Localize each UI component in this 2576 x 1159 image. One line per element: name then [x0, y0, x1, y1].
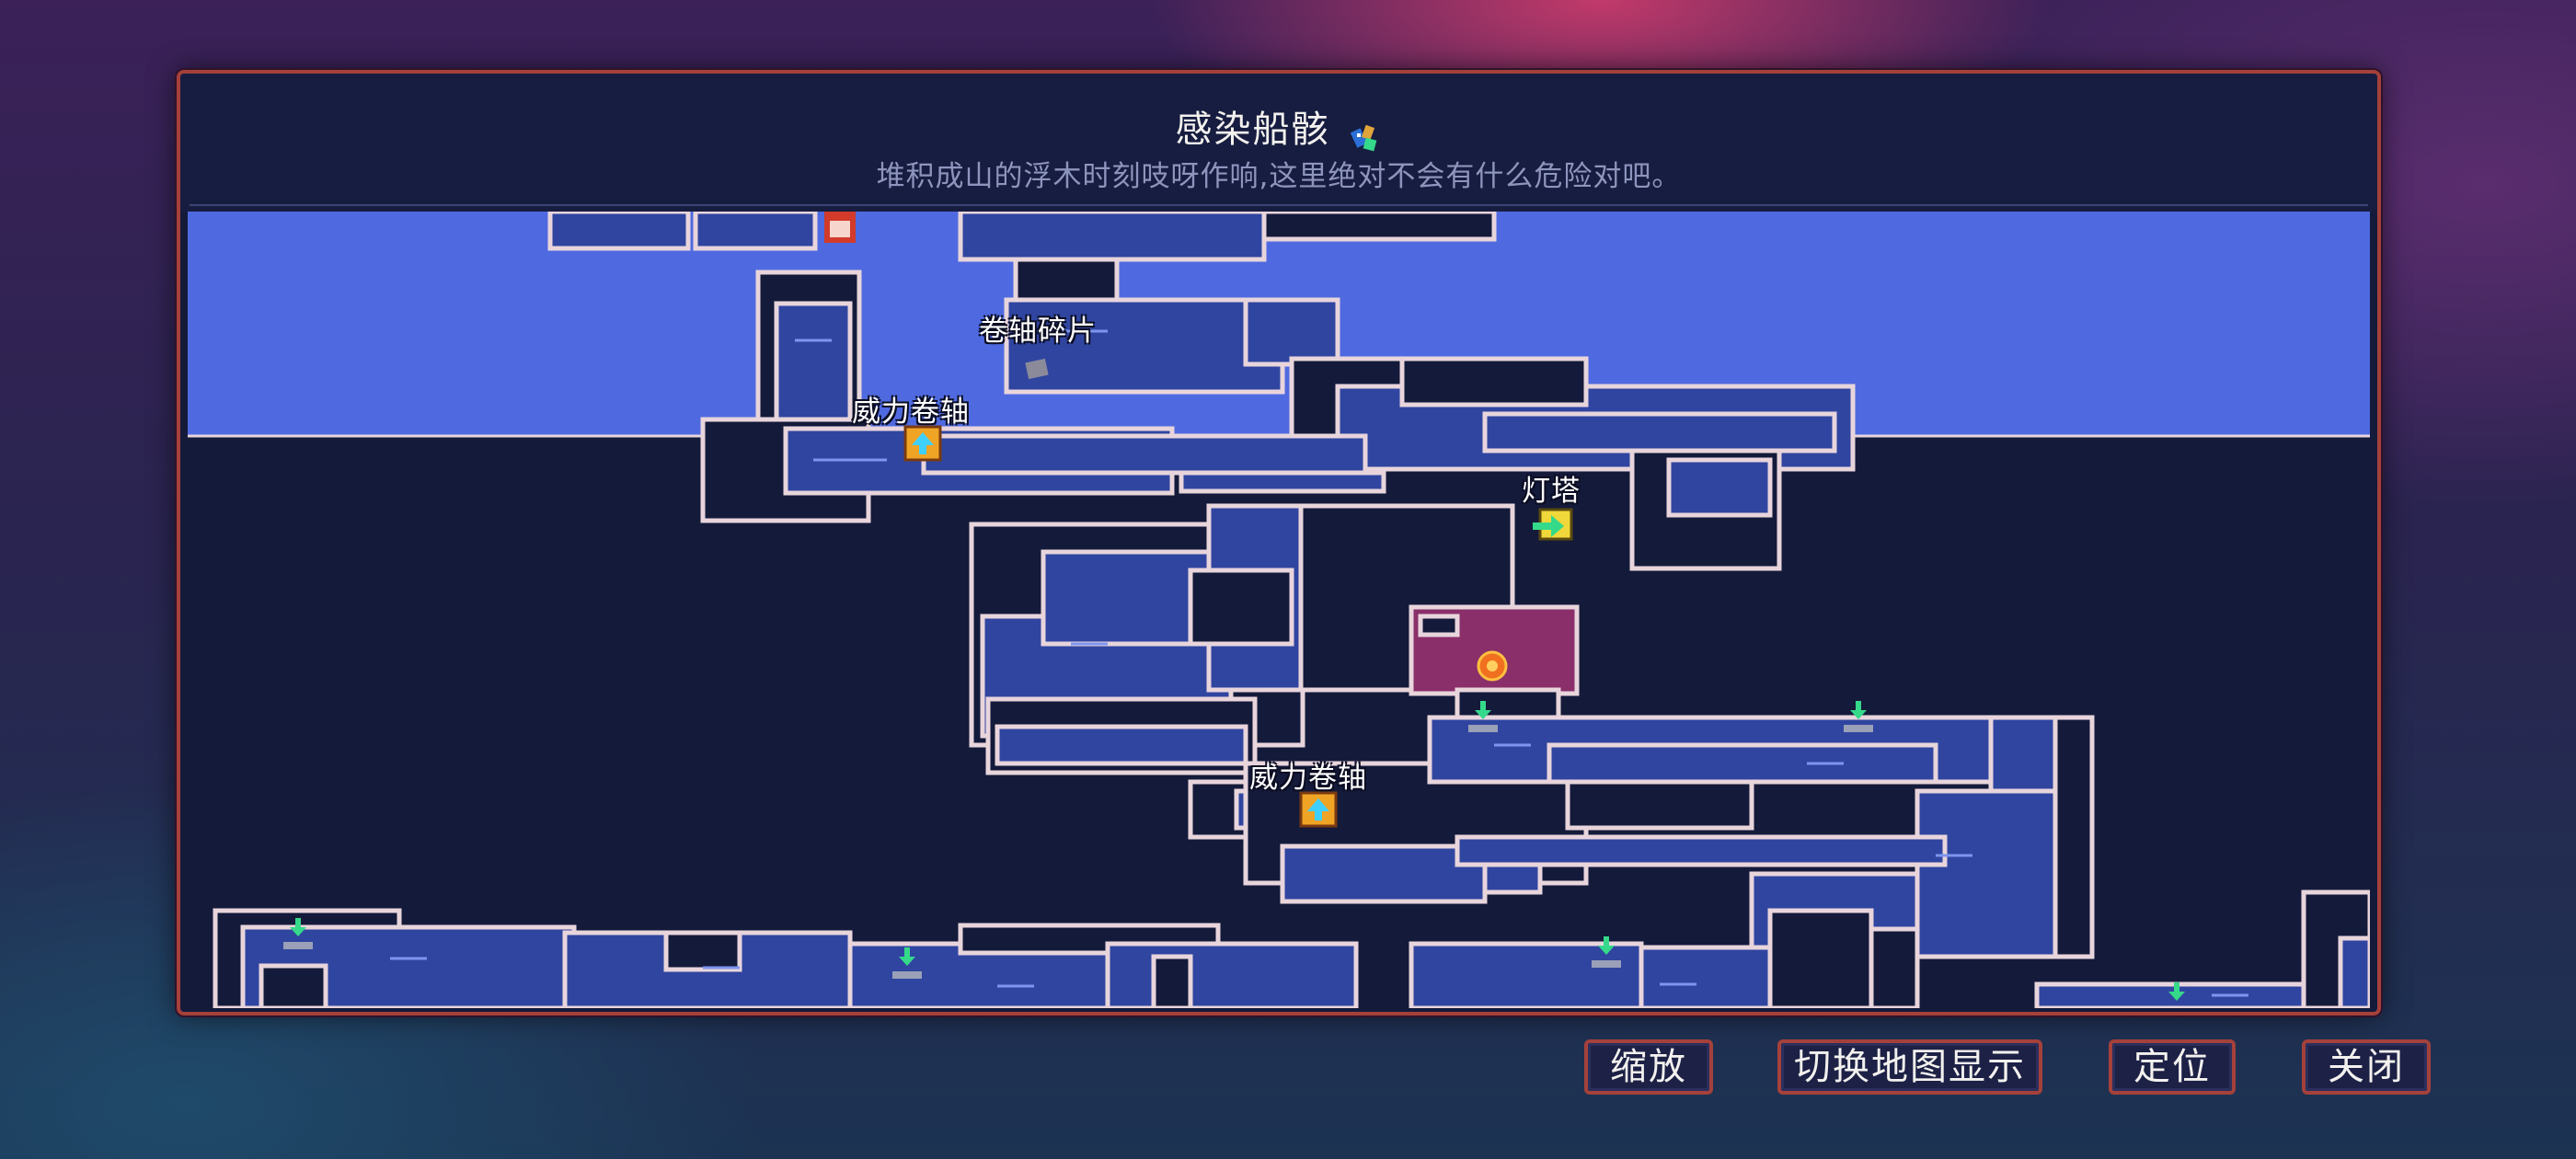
- zoom-button[interactable]: 缩放: [1584, 1039, 1713, 1095]
- scroll-fragment-icon: [1025, 358, 1049, 380]
- map-room: [2338, 935, 2370, 1008]
- label-lighthouse: 灯塔: [1522, 475, 1581, 508]
- teleport-icon: [1468, 701, 1498, 732]
- title-row: 感染船骸: [180, 99, 2377, 155]
- map-panel: 感染船骸 堆积成山的浮木时刻吱呀作响,这里绝对不会有什么危险对吧。: [177, 70, 2381, 1016]
- map-room: [921, 433, 1368, 476]
- teleport-icon: [1844, 701, 1873, 732]
- power-scroll-icon: [903, 425, 942, 462]
- map-room: [958, 212, 1267, 262]
- map-header: 感染船骸 堆积成山的浮木时刻吱呀作响,这里绝对不会有什么危险对吧。: [180, 74, 2377, 212]
- header-divider: [190, 204, 2368, 206]
- map-room: [1482, 411, 1837, 453]
- map-room: [259, 963, 328, 1008]
- map-canvas[interactable]: [188, 212, 2370, 1008]
- boss-orb-icon: [1477, 650, 1508, 682]
- map-room: [1418, 614, 1460, 637]
- teleport-icon: [2168, 982, 2185, 1001]
- map-room: [1004, 297, 1285, 395]
- locate-button[interactable]: 定位: [2109, 1039, 2236, 1095]
- map-room: [663, 930, 742, 972]
- map-room: [1767, 908, 1874, 1008]
- map-room: [1261, 212, 1497, 242]
- map-room: [1565, 779, 1754, 831]
- teleport-icon: [283, 918, 313, 949]
- map-room: [1399, 356, 1589, 407]
- biome-description: 堆积成山的浮木时刻吱呀作响,这里绝对不会有什么危险对吧。: [876, 160, 1682, 193]
- map-room: [693, 212, 818, 251]
- map-room: [995, 724, 1248, 766]
- map-room: [1666, 457, 1773, 518]
- label-power-scroll-2: 威力卷轴: [1249, 762, 1367, 795]
- label-scroll-fragment: 卷轴碎片: [979, 315, 1097, 348]
- map-room: [1188, 568, 1294, 647]
- map-room: [547, 212, 691, 251]
- map-room: [1455, 687, 1561, 720]
- map-room: [774, 301, 853, 435]
- label-power-scroll-1: 威力卷轴: [852, 396, 970, 429]
- map-room: [1151, 954, 1193, 1008]
- map-room: [2034, 981, 2343, 1008]
- teleport-icon: [892, 947, 922, 979]
- map-room: [1455, 834, 1948, 867]
- teleport-icon: [1592, 936, 1621, 968]
- map-room: [1639, 945, 1782, 1008]
- map-room: [1179, 470, 1386, 494]
- map-room: [1915, 788, 2058, 959]
- toggle-map-display-button[interactable]: 切换地图显示: [1777, 1039, 2042, 1095]
- map-room: [1280, 843, 1488, 904]
- map-room: [2053, 715, 2095, 959]
- biome-title: 感染船骸: [1175, 109, 1330, 151]
- exit-arrow-icon: [1533, 508, 1573, 541]
- map-room: [1243, 297, 1340, 367]
- map-room: [1409, 941, 1644, 1008]
- map-room: [1105, 941, 1359, 1008]
- blueprint-scroll-icon: [1348, 120, 1383, 155]
- close-button[interactable]: 关闭: [2302, 1039, 2431, 1095]
- map-room: [1547, 742, 1938, 785]
- power-scroll-icon: [1299, 791, 1338, 828]
- door-icon: [824, 212, 856, 243]
